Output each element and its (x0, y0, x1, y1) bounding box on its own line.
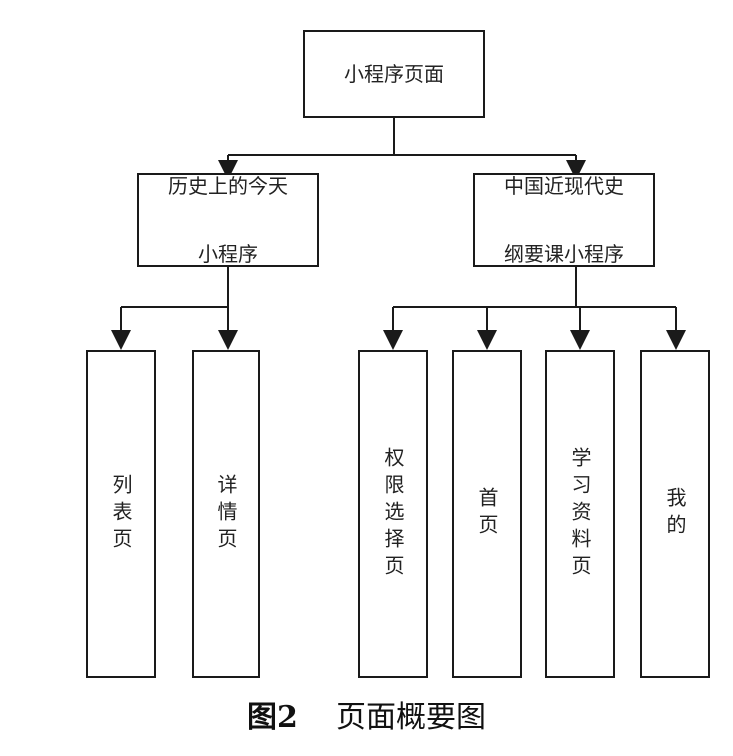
root-node: 小程序页面 (303, 30, 485, 118)
list-page-node: 列表页 (86, 350, 156, 678)
home-page-node: 首页 (452, 350, 522, 678)
right-group-label: 中国近现代史 纲要课小程序 (504, 135, 624, 305)
figure-title: 页面概要图 (336, 700, 487, 735)
detail-page-label: 详情页 (214, 473, 238, 555)
auth-page-node: 权限选择页 (358, 350, 428, 678)
right-group-title-line1: 中国近现代史 (504, 174, 624, 198)
left-group-label: 历史上的今天 小程序 (168, 135, 288, 305)
mine-page-label: 我的 (663, 487, 687, 541)
left-group-title-line1: 历史上的今天 (168, 174, 288, 198)
root-label: 小程序页面 (344, 62, 444, 86)
left-group-node: 历史上的今天 小程序 (137, 173, 319, 267)
figure-number: 图2 (246, 700, 298, 735)
right-group-title-line2: 纲要课小程序 (504, 242, 624, 266)
mine-page-node: 我的 (640, 350, 710, 678)
left-group-title-line2: 小程序 (198, 242, 258, 266)
figure-caption: 图2 页面概要图 (0, 692, 733, 736)
list-page-label: 列表页 (109, 473, 133, 555)
figure-gap (307, 700, 326, 735)
right-group-node: 中国近现代史 纲要课小程序 (473, 173, 655, 267)
study-material-page-node: 学习资料页 (545, 350, 615, 678)
study-material-page-label: 学习资料页 (568, 446, 592, 582)
home-page-label: 首页 (475, 487, 499, 541)
detail-page-node: 详情页 (192, 350, 260, 678)
auth-page-label: 权限选择页 (381, 446, 405, 582)
